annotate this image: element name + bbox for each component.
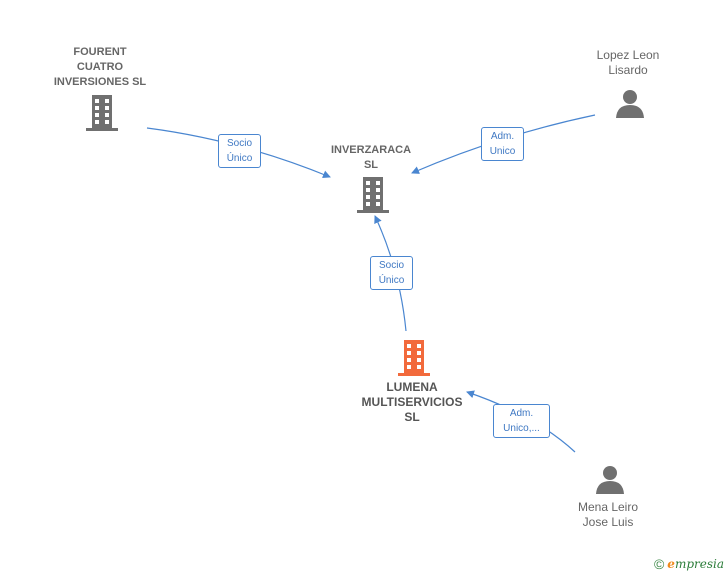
node-label-line: Jose Luis [582, 515, 634, 529]
node-label-line: FOURENT [73, 46, 127, 58]
node-label-inverzaraca[interactable]: INVERZARACA SL [311, 143, 431, 173]
person-icon[interactable] [595, 464, 625, 494]
edge-label-line: Unico,... [503, 423, 540, 434]
copyright-icon: © [653, 556, 665, 572]
node-label-line: SL [363, 159, 379, 171]
node-label-fourent[interactable]: FOURENT CUATRO INVERSIONES SL [40, 45, 160, 90]
node-label-lumena[interactable]: LUMENA MULTISERVICIOS SL [342, 380, 482, 425]
building-icon[interactable] [86, 95, 118, 131]
edge-label-lopez-inverzaraca[interactable]: Adm. Unico [481, 127, 524, 161]
building-icon[interactable] [357, 177, 389, 213]
node-label-lopez[interactable]: Lopez Leon Lisardo [568, 48, 688, 78]
node-label-line: LUMENA [386, 380, 438, 394]
person-icon[interactable] [615, 88, 645, 118]
node-label-line: Lopez Leon [596, 48, 660, 62]
node-label-line: Lisardo [608, 63, 648, 77]
edge-label-line: Adm. [509, 408, 534, 419]
edge-label-line: Socio [226, 138, 252, 149]
edge-label-line: Unico [489, 146, 516, 157]
brand-rest: mpresia [674, 557, 724, 571]
node-label-mena[interactable]: Mena Leiro Jose Luis [548, 500, 668, 530]
footer-brand[interactable]: © empresia [654, 556, 724, 572]
node-label-line: INVERZARACA [330, 144, 412, 156]
edge-label-line: Único [226, 153, 253, 164]
edge-label-line: Único [378, 275, 405, 286]
building-icon-highlighted[interactable] [398, 340, 430, 376]
node-label-line: MULTISERVICIOS [361, 395, 463, 409]
edge-label-lumena-inverzaraca[interactable]: Socio Único [370, 256, 413, 290]
edge-label-line: Adm. [490, 131, 515, 142]
edge-label-fourent-inverzaraca[interactable]: Socio Único [218, 134, 261, 168]
node-label-line: SL [404, 410, 420, 424]
node-label-line: Mena Leiro [577, 500, 639, 514]
edge-label-line: Socio [378, 260, 404, 271]
node-label-line: CUATRO [76, 61, 124, 73]
edge-label-mena-lumena[interactable]: Adm. Unico,... [493, 404, 550, 438]
brand-initial: e [667, 557, 675, 571]
brand-logo: empresia [667, 557, 724, 571]
node-label-line: INVERSIONES SL [53, 76, 147, 88]
